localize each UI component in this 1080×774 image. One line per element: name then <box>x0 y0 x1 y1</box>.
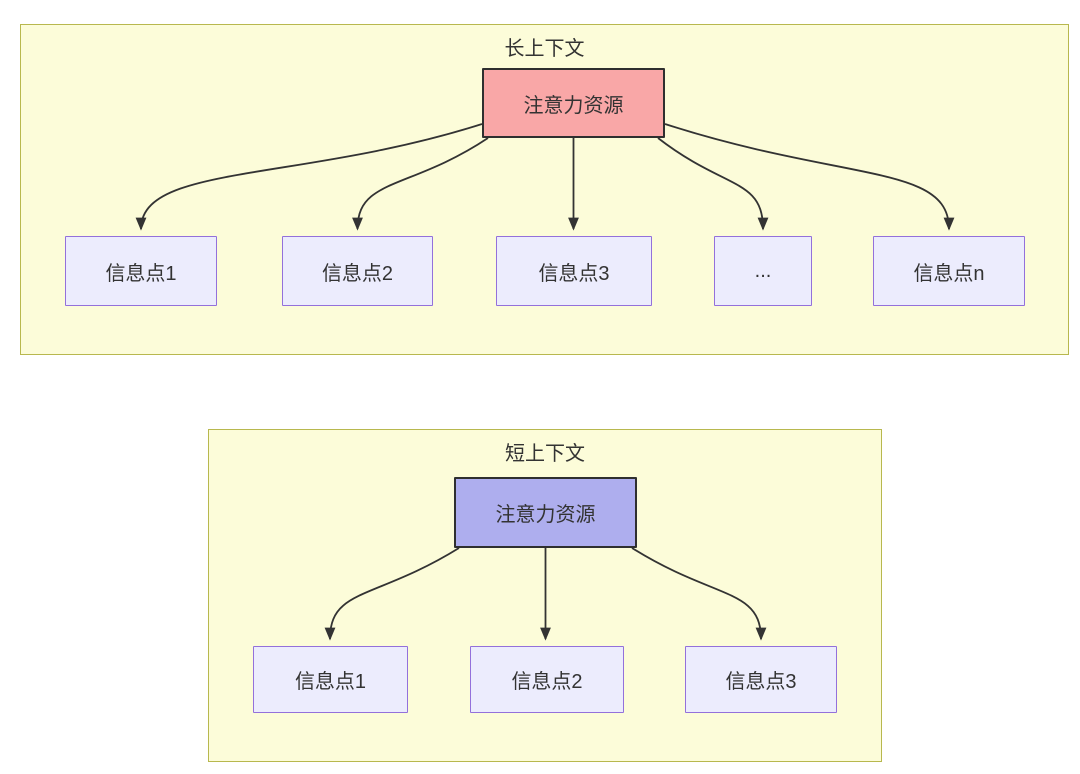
long-info-node-1: 信息点1 <box>65 236 217 306</box>
long-attention-resource-node: 注意力资源 <box>482 68 665 138</box>
long-info-node-ellipsis: ... <box>714 236 812 306</box>
short-context-group-title: 短上下文 <box>505 443 585 465</box>
short-info-node-2: 信息点2 <box>470 646 624 713</box>
short-info-node-3: 信息点3 <box>685 646 837 713</box>
short-info-node-1: 信息点1 <box>253 646 408 713</box>
long-context-group-title: 长上下文 <box>504 38 585 60</box>
short-attention-resource-node: 注意力资源 <box>454 477 637 548</box>
long-info-node-2: 信息点2 <box>282 236 433 306</box>
long-info-node-n: 信息点n <box>873 236 1025 306</box>
long-info-node-3: 信息点3 <box>496 236 652 306</box>
